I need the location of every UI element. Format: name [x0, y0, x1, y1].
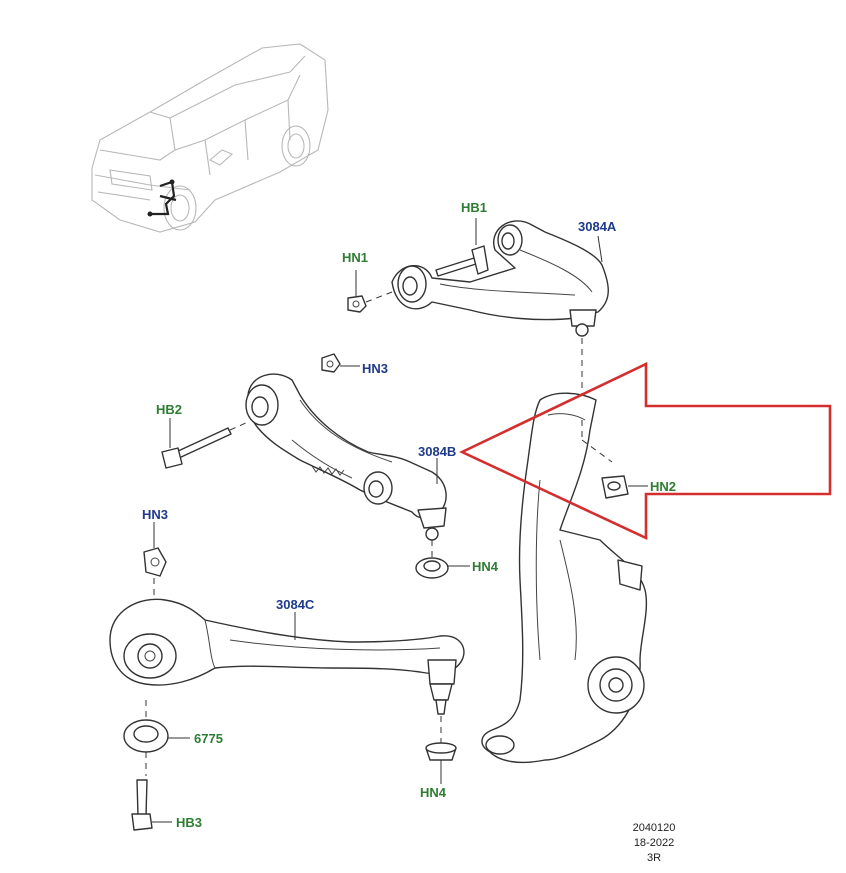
bolt-hb3-icon [131, 779, 172, 831]
nut-hn3-low-icon [143, 522, 167, 600]
label-3084c: 3084C [276, 597, 315, 612]
highlight-arrow-icon [458, 361, 832, 541]
leader-3084a [597, 235, 603, 263]
label-6775: 6775 [194, 731, 223, 746]
nut-hn1-icon [347, 270, 393, 313]
reference-line3: 3R [646, 852, 662, 864]
label-3084a: 3084A [578, 219, 617, 234]
washer-hn4-low-icon [425, 742, 457, 784]
steering-knuckle [481, 392, 648, 764]
bolt-hb1-icon [435, 218, 489, 277]
label-hb1: HB1 [461, 200, 488, 215]
lower-control-arm-3084c [109, 598, 465, 744]
mid-control-arm-3084b [245, 373, 447, 558]
nut-hn3-top-icon [321, 353, 360, 373]
bush-6775-icon [123, 700, 190, 776]
label-hb3: HB3 [176, 815, 203, 830]
label-hn2: HN2 [650, 479, 677, 494]
vehicle-thumbnail-icon [91, 43, 329, 233]
label-hn3-low: HN3 [142, 507, 169, 522]
bolt-hb2-icon [161, 418, 249, 469]
label-hn1: HN1 [342, 250, 369, 265]
label-hn4-mid: HN4 [472, 559, 499, 574]
reference-line1: 2040120 [632, 822, 676, 834]
upper-control-arm-3084a [391, 220, 609, 400]
washer-hn4-mid-icon [415, 557, 470, 579]
label-hn4-low: HN4 [420, 785, 447, 800]
nut-hn2-icon [601, 475, 648, 499]
label-3084b: 3084B [418, 444, 457, 459]
reference-line2: 18-2022 [633, 837, 675, 849]
label-hb2: HB2 [156, 402, 183, 417]
reference-block: 2040120 18-2022 3R [622, 821, 686, 866]
label-hn3-top: HN3 [362, 361, 389, 376]
